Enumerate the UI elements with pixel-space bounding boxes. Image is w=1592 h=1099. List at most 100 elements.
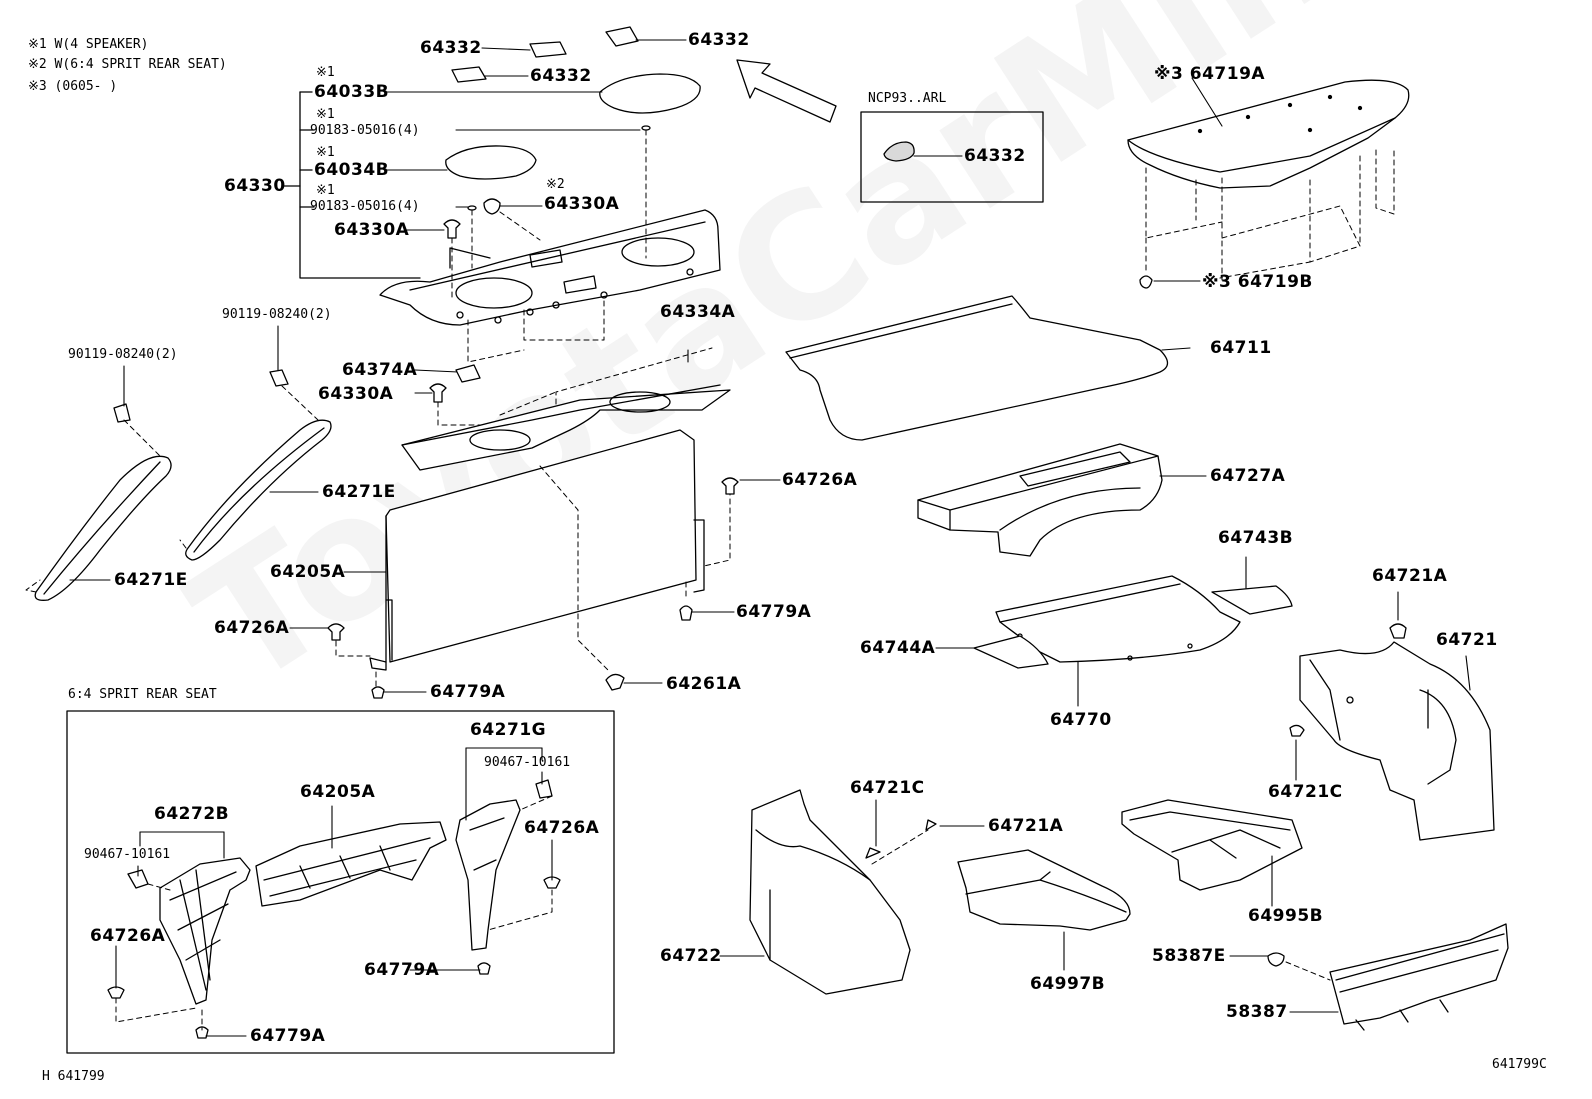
leaders-top xyxy=(385,39,687,394)
mark-1: ※1 xyxy=(316,183,335,198)
label-64332: 64332 xyxy=(530,66,592,86)
label-64744A: 64744A xyxy=(860,638,936,658)
part-58387-sill xyxy=(1229,923,1509,1031)
label-64779A: 64779A xyxy=(364,960,440,980)
inset-ncp93-box xyxy=(860,111,1044,203)
dashes-64719 xyxy=(1145,149,1395,281)
note-2: ※2 W(6:4 SPRIT REAR SEAT) xyxy=(28,57,227,72)
label-64261A: 64261A xyxy=(666,674,742,694)
part-64743B-mat xyxy=(1211,585,1293,615)
label-64271E: 64271E xyxy=(114,570,188,590)
label-64332: 64332 xyxy=(964,146,1026,166)
label-64770: 64770 xyxy=(1050,710,1112,730)
dashes-top xyxy=(437,129,713,426)
label-64721A: 64721A xyxy=(1372,566,1448,586)
inset-64-title: 6:4 SPRIT REAR SEAT xyxy=(68,687,217,702)
part-64711-mat xyxy=(785,295,1191,441)
note-1: ※1 W(4 SPEAKER) xyxy=(28,37,149,52)
label-90467-10161: 90467-10161 xyxy=(84,847,171,862)
clip-64719B xyxy=(1139,275,1153,289)
label-64743B: 64743B xyxy=(1218,528,1294,548)
inset-part-64205A xyxy=(255,821,447,907)
inset-part-64272B xyxy=(107,857,251,1039)
label-64726A: 64726A xyxy=(214,618,290,638)
leaders-mid xyxy=(289,479,781,693)
label-64272B: 64272B xyxy=(154,804,230,824)
label-64726A: 64726A xyxy=(782,470,858,490)
label-58387E: 58387E xyxy=(1152,946,1226,966)
label-64205A: 64205A xyxy=(270,562,346,582)
mark-2: ※2 xyxy=(546,177,565,192)
inset-ncp93-title: NCP93..ARL xyxy=(868,91,947,106)
label-64722: 64722 xyxy=(660,946,722,966)
label-64779A: 64779A xyxy=(430,682,506,702)
label-64330A: 64330A xyxy=(544,194,620,214)
part-64332-caps xyxy=(451,26,639,83)
mark-1: ※1 xyxy=(316,145,335,160)
label-64271G: 64271G xyxy=(470,720,547,740)
label-64721C: 64721C xyxy=(1268,782,1343,802)
direction-arrow xyxy=(736,59,837,123)
label-64727A: 64727A xyxy=(1210,466,1286,486)
dashes-64271 xyxy=(25,385,319,593)
part-64271E-trims xyxy=(34,369,332,601)
label-90467-10161: 90467-10161 xyxy=(484,755,571,770)
label-64779A: 64779A xyxy=(250,1026,326,1046)
note-3: ※3 (0605- ) xyxy=(28,79,118,94)
mark-1: ※1 xyxy=(316,107,335,122)
part-64995B-tray xyxy=(1121,799,1303,907)
inset-leaders xyxy=(115,747,553,1037)
part-64374A xyxy=(455,364,481,383)
part-64770-board xyxy=(995,575,1241,707)
label-64726A: 64726A xyxy=(90,926,166,946)
footer-left-code: H 641799 xyxy=(42,1069,105,1084)
label-64205A: 64205A xyxy=(300,782,376,802)
label-64719A: ※3 64719A xyxy=(1154,64,1266,84)
part-64330-package-tray xyxy=(379,209,721,326)
footer-right-code: 641799C xyxy=(1492,1057,1547,1072)
label-64997B: 64997B xyxy=(1030,974,1106,994)
label-90119-08240: 90119-08240(2) xyxy=(222,307,332,322)
part-64744A-mat xyxy=(973,635,1049,669)
label-64330A: 64330A xyxy=(334,220,410,240)
dashes-64205 xyxy=(335,465,731,691)
label-64721A: 64721A xyxy=(988,816,1064,836)
label-64711: 64711 xyxy=(1210,338,1272,358)
part-64034B-cover xyxy=(445,145,537,211)
label-64271E: 64271E xyxy=(322,482,396,502)
part-64719A-cover xyxy=(1127,79,1410,189)
label-64330: 64330 xyxy=(224,176,286,196)
label-64721: 64721 xyxy=(1436,630,1498,650)
label-64034B: 64034B xyxy=(314,160,390,180)
label-64721C: 64721C xyxy=(850,778,925,798)
label-64374A: 64374A xyxy=(342,360,418,380)
label-64330A: 64330A xyxy=(318,384,394,404)
label-90183-05016: 90183-05016(4) xyxy=(310,123,420,138)
label-90119-08240: 90119-08240(2) xyxy=(68,347,178,362)
clips-64726A-64779A xyxy=(327,477,739,699)
part-64334A-panel xyxy=(401,349,731,471)
inset-64332-cap xyxy=(883,141,915,162)
part-64727A-tray xyxy=(917,443,1207,557)
part-64722-liner xyxy=(719,789,985,995)
label-58387: 58387 xyxy=(1226,1002,1288,1022)
label-90183-05016: 90183-05016(4) xyxy=(310,199,420,214)
inset-part-64271G xyxy=(455,779,561,975)
bracket-64330 xyxy=(283,91,421,279)
part-64033B-cover xyxy=(599,73,701,131)
leaders-64271 xyxy=(69,325,319,581)
label-64726A: 64726A xyxy=(524,818,600,838)
part-64205A-board xyxy=(343,429,705,671)
label-64332: 64332 xyxy=(688,30,750,50)
label-64995B: 64995B xyxy=(1248,906,1324,926)
label-64334A: 64334A xyxy=(660,302,736,322)
inset-64-box xyxy=(66,710,615,1054)
label-64719B: ※3 64719B xyxy=(1202,272,1313,292)
mark-1: ※1 xyxy=(316,65,335,80)
label-64033B: 64033B xyxy=(314,82,390,102)
part-64997B-tray xyxy=(957,849,1131,971)
label-64779A: 64779A xyxy=(736,602,812,622)
part-64721-liner xyxy=(1289,591,1495,841)
